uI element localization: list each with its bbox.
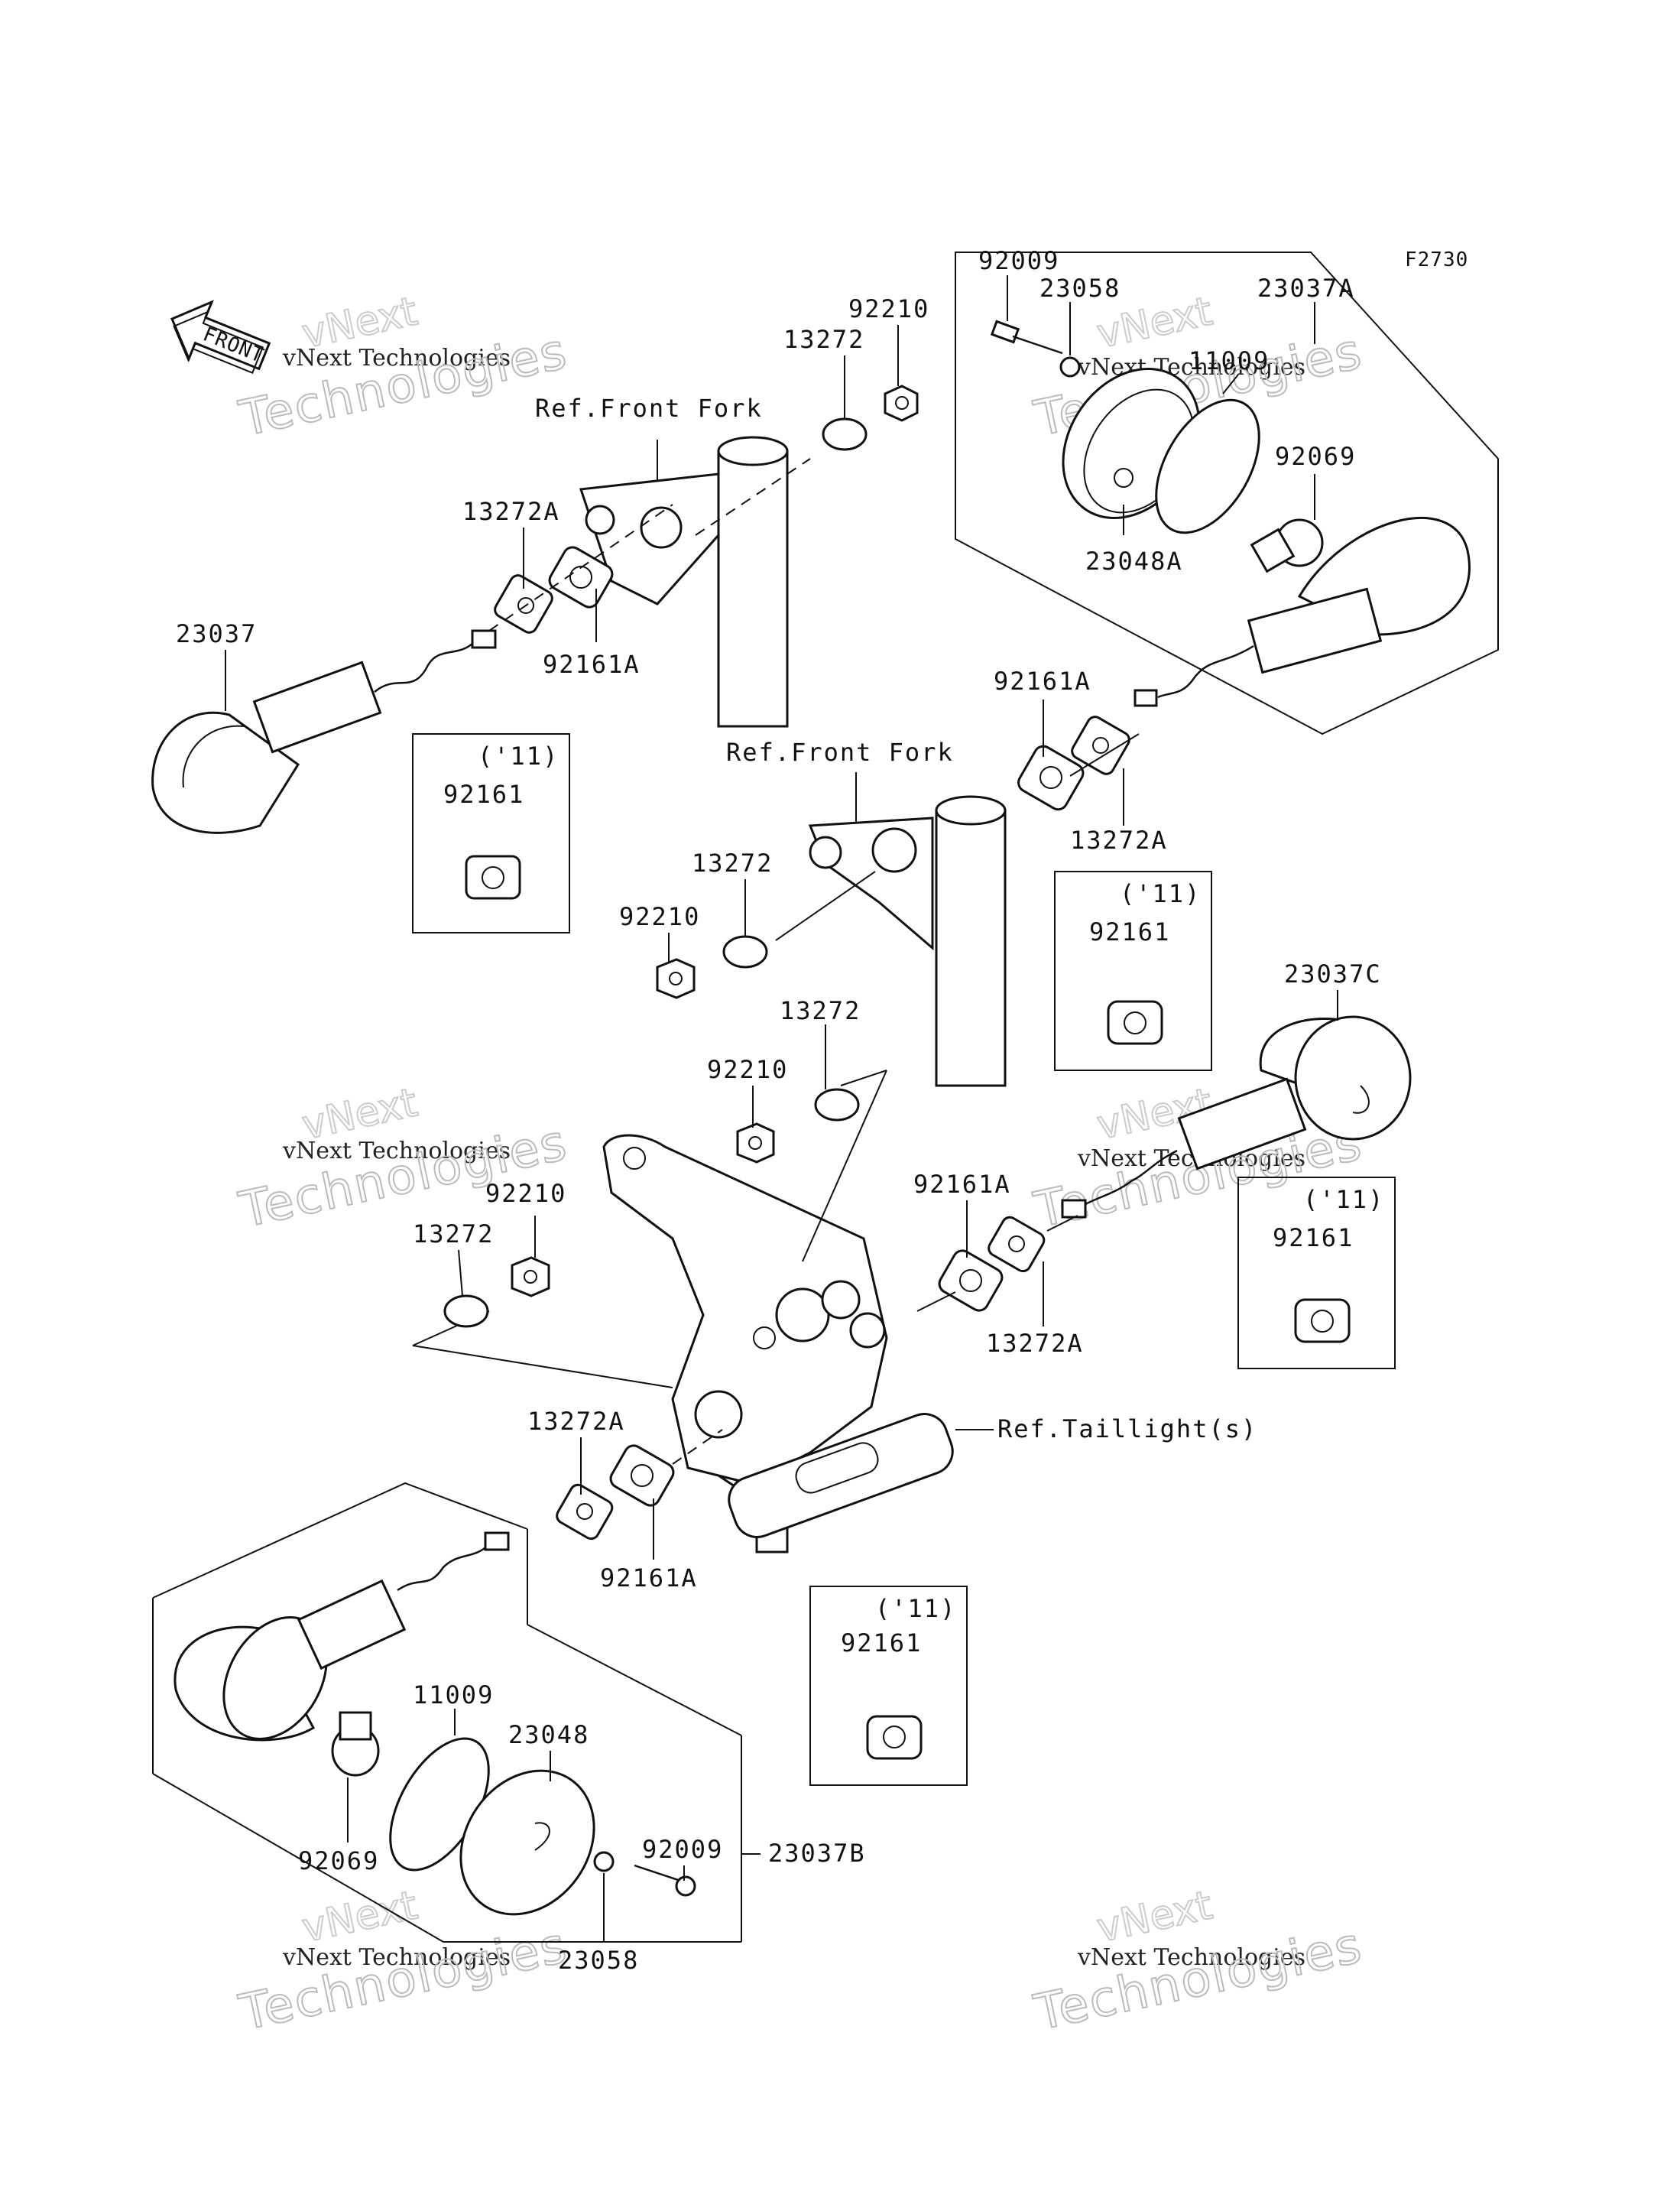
bolt-92009-top	[990, 320, 1063, 355]
label-11009-bottom: 11009	[413, 1680, 494, 1709]
washer-23058-bottom	[593, 1851, 615, 1872]
turn-signal-23037	[151, 629, 497, 834]
leader-lines	[225, 275, 1338, 1942]
label-13272-d: 13272	[413, 1219, 494, 1248]
label-92210-d: 92210	[485, 1179, 566, 1208]
svg-text:92161: 92161	[443, 780, 524, 809]
gasket-11009-top	[1155, 398, 1260, 534]
label-11009-top: 11009	[1189, 346, 1270, 375]
turn-signal-23037A	[1134, 516, 1471, 707]
ref-taillight: Ref.Taillight(s)	[997, 1414, 1257, 1443]
watermark-mid-left: vNext vNext Technologies Technologies	[234, 1079, 573, 1239]
label-23037C: 23037C	[1284, 959, 1382, 989]
label-23037A: 23037A	[1257, 274, 1355, 303]
label-92161A-b: 92161A	[994, 667, 1091, 696]
label-92161A-c: 92161A	[913, 1170, 1011, 1199]
washer-13272-mid-upper	[722, 935, 768, 969]
label-92069-top: 92069	[1275, 442, 1356, 471]
front-fork-upper	[579, 436, 811, 728]
label-23048A: 23048A	[1085, 547, 1183, 576]
bulb-92069-bottom	[331, 1711, 380, 1777]
nut-92210-upper	[884, 385, 919, 422]
year-box-4: ('11) 92161	[809, 1586, 968, 1786]
front-arrow-icon: FRONT	[170, 300, 271, 374]
plate-13272A-upper-left	[494, 574, 553, 634]
svg-text:Technologies: Technologies	[235, 1115, 572, 1239]
nut-92210-left	[511, 1256, 550, 1297]
label-23058-bottom: 23058	[558, 1946, 639, 1975]
label-13272A-a: 13272A	[462, 497, 560, 526]
label-92009-top: 92009	[978, 246, 1059, 275]
svg-text:92161: 92161	[1273, 1223, 1354, 1252]
label-92161A-a: 92161A	[543, 650, 641, 679]
label-92210-a: 92210	[848, 294, 929, 323]
watermark-bottom-right: vNext vNext Technologies Technologies	[1029, 1881, 1368, 2042]
plate-13272A-lower-left	[556, 1483, 614, 1541]
label-92210-c: 92210	[707, 1055, 788, 1084]
label-13272-a: 13272	[783, 325, 864, 354]
label-23048: 23048	[508, 1720, 589, 1749]
figure-code: F2730	[1405, 248, 1468, 271]
lens-23048	[459, 1769, 595, 1916]
washer-13272-upper	[822, 417, 868, 451]
label-23058-top: 23058	[1039, 274, 1121, 303]
label-23037B: 23037B	[768, 1839, 866, 1868]
svg-text:vNext Technologies: vNext Technologies	[282, 1944, 511, 1971]
nut-92210-mid-lower	[736, 1122, 775, 1164]
year-box-1: ('11) 92161	[412, 733, 570, 933]
plate-13272A-right-upper	[1071, 716, 1130, 775]
year-box-3: ('11) 92161	[1237, 1177, 1396, 1369]
assembly-23037B	[152, 1482, 742, 1943]
label-23037: 23037	[176, 619, 257, 648]
svg-text:vNext Technologies: vNext Technologies	[1077, 354, 1305, 381]
grommet-92161A-right-upper	[1017, 745, 1085, 811]
svg-text:('11): ('11)	[478, 742, 559, 771]
label-13272-c: 13272	[780, 996, 861, 1025]
svg-text:('11): ('11)	[1120, 879, 1201, 908]
svg-text:92161: 92161	[841, 1628, 922, 1657]
grommet-92161A-right-mid	[938, 1249, 1004, 1312]
front-fork-lower	[775, 795, 1007, 1087]
svg-text:vNext: vNext	[1093, 1882, 1216, 1951]
label-13272A-d: 13272A	[527, 1407, 625, 1436]
rear-bracket	[602, 1134, 954, 1554]
label-92069-bottom: 92069	[298, 1846, 379, 1875]
svg-text:vNext Technologies: vNext Technologies	[282, 345, 511, 372]
turn-signal-23037C	[1061, 1015, 1412, 1219]
year-box-2: ('11) 92161	[1054, 871, 1212, 1071]
screw-92009-bottom	[634, 1864, 696, 1897]
label-13272-b: 13272	[692, 849, 773, 878]
label-92210-b: 92210	[619, 902, 700, 931]
label-13272A-c: 13272A	[986, 1329, 1084, 1358]
svg-text:Technologies: Technologies	[235, 323, 572, 448]
watermark-top-left: vNext vNext Technologies Technologies	[234, 287, 573, 448]
svg-text:vNext Technologies: vNext Technologies	[282, 1138, 511, 1164]
svg-text:Technologies: Technologies	[235, 1917, 572, 2042]
ref-front-fork-lower: Ref.Front Fork	[726, 738, 954, 767]
washer-13272-left	[443, 1294, 489, 1328]
nut-92210-mid-upper	[656, 958, 696, 999]
svg-text:92161: 92161	[1089, 917, 1170, 946]
bulb-92069-top	[1250, 518, 1324, 573]
washer-13272-mid-lower	[814, 1088, 860, 1122]
assembly-23037A	[955, 252, 1499, 735]
svg-text:Technologies: Technologies	[1030, 1917, 1367, 2042]
label-92009-bottom: 92009	[642, 1835, 723, 1864]
svg-text:('11): ('11)	[1303, 1185, 1384, 1214]
svg-text:('11): ('11)	[875, 1594, 956, 1623]
part-labels: 92009 23058 23037A 11009 92069 23048A 92…	[176, 246, 1382, 1975]
label-13272A-b: 13272A	[1070, 826, 1168, 855]
label-92161A-d: 92161A	[600, 1563, 698, 1592]
plate-13272A-right-mid	[988, 1216, 1046, 1273]
ref-front-fork-upper: Ref.Front Fork	[535, 394, 763, 423]
washer-23058-top	[1059, 356, 1081, 378]
grommet-92161A-lower-left	[609, 1444, 675, 1507]
svg-text:vNext Technologies: vNext Technologies	[1077, 1944, 1305, 1971]
